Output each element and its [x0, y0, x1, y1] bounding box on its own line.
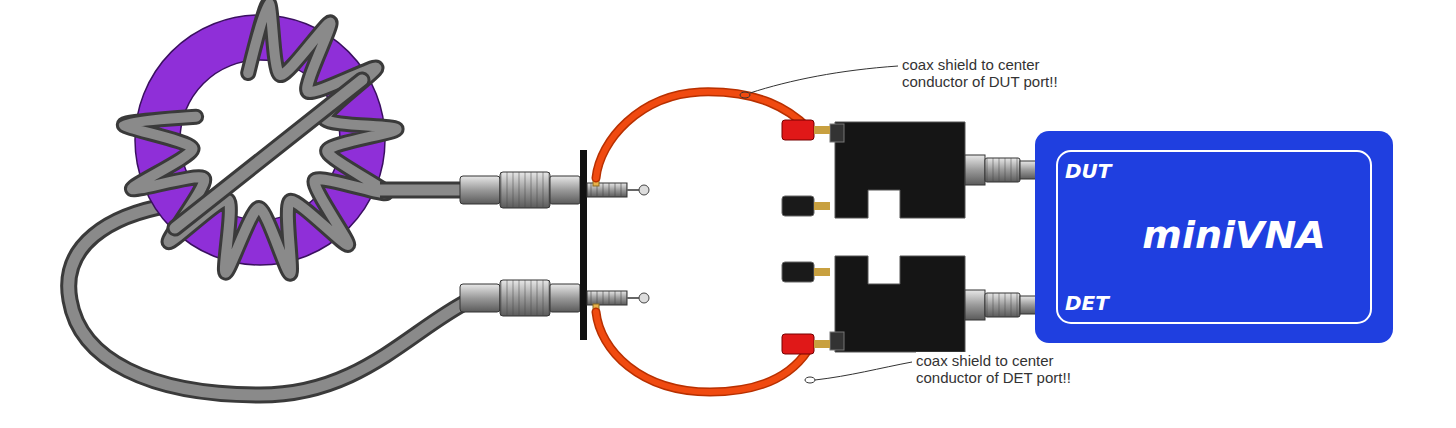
bnc-connector [460, 280, 580, 316]
coax-winding-highlight [124, 3, 397, 273]
panel [580, 150, 587, 340]
binding-post-adapter [782, 120, 1036, 218]
binding-post-adapter [782, 256, 1036, 354]
callout-note: coax shield to center conductor of DET p… [916, 352, 1096, 386]
leader-line [805, 362, 912, 383]
callout-note: coax shield to center conductor of DUT p… [902, 56, 1082, 90]
coax-winding [124, 3, 397, 273]
port-label: DET [1065, 291, 1109, 315]
device-name: miniVNA [1035, 213, 1393, 257]
port-label: DUT [1065, 159, 1111, 183]
device-box: DUT miniVNA DET [1035, 131, 1393, 343]
bnc-connector [460, 172, 580, 208]
coax-cable [380, 182, 462, 199]
coax-cross-highlight [175, 80, 362, 228]
wire [596, 92, 808, 178]
coax-windings [124, 3, 397, 273]
wire [596, 92, 808, 178]
coax-cross [175, 80, 362, 228]
wire [596, 312, 808, 392]
coax-cable-highlight [380, 185, 462, 196]
wire [596, 312, 808, 392]
leader-line [740, 66, 898, 98]
